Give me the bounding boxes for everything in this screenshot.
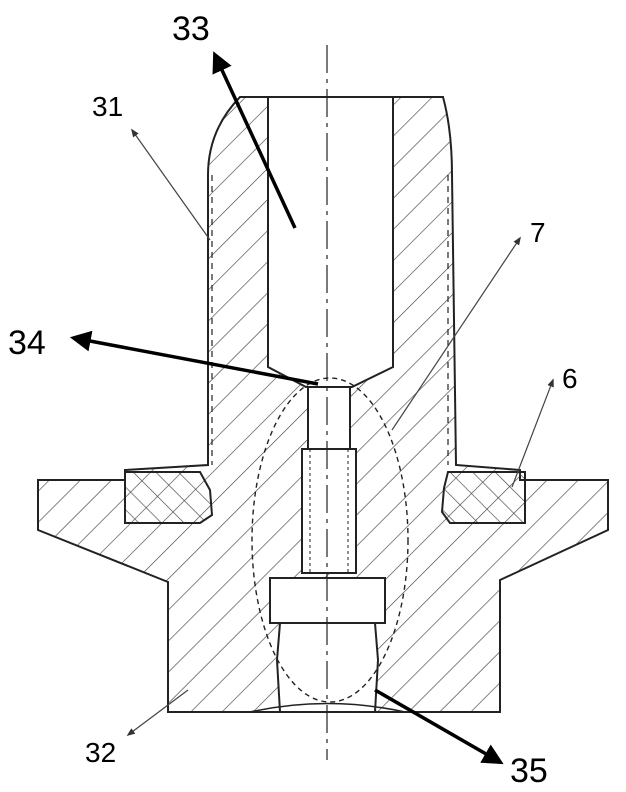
leader-33: [212, 51, 297, 229]
narrow-passage: [307, 386, 351, 450]
leader-32: [126, 689, 189, 737]
leader-35: [374, 688, 504, 765]
leader-6: [511, 378, 554, 488]
label-34: 34: [8, 324, 46, 362]
leader-31: [131, 128, 211, 241]
ring-insert-right: [440, 471, 526, 524]
ring-insert-left: [124, 471, 214, 524]
label-33: 33: [172, 10, 210, 48]
label-31: 31: [92, 91, 123, 122]
label-32: 32: [85, 737, 116, 768]
upper-bore-cavity: [267, 96, 394, 388]
threaded-hole: [301, 448, 357, 574]
leader-34: [69, 330, 319, 386]
leader-7: [391, 236, 521, 431]
label-7: 7: [530, 217, 546, 248]
label-6: 6: [562, 363, 578, 394]
dashed-region-ellipse: [251, 377, 409, 703]
label-35: 35: [510, 752, 548, 790]
